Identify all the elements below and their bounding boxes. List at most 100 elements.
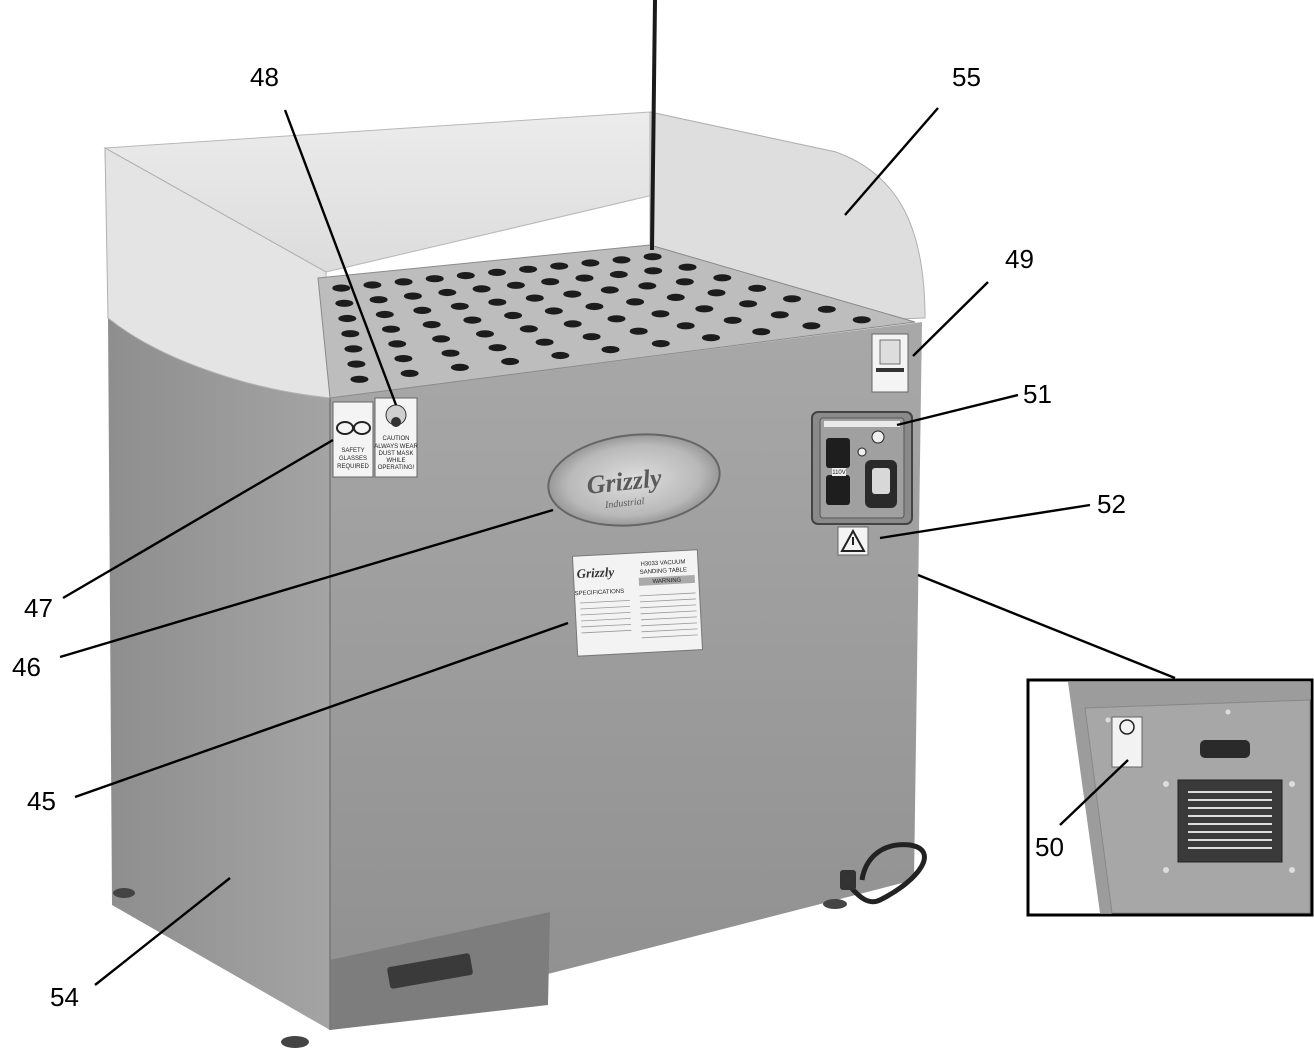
table-hole xyxy=(541,278,560,286)
support-rod xyxy=(650,0,657,251)
table-hole xyxy=(551,351,570,360)
table-hole xyxy=(638,282,657,290)
table-hole xyxy=(675,278,694,286)
table-hole xyxy=(802,322,821,330)
table-hole xyxy=(413,306,432,314)
table-hole xyxy=(707,289,726,297)
table-hole xyxy=(332,284,351,292)
table-hole xyxy=(476,330,494,338)
table-hole xyxy=(550,262,569,270)
table-hole xyxy=(519,265,538,273)
table-hole xyxy=(544,307,563,315)
table-hole xyxy=(525,294,544,302)
table-hole xyxy=(350,375,369,383)
inset-decal xyxy=(1111,716,1143,768)
table-hole xyxy=(626,298,645,306)
leader-51 xyxy=(896,393,1019,427)
foot-front-right xyxy=(823,899,847,909)
spec-label: Grizzly H3033 VACUUM SANDING TABLE WARNI… xyxy=(571,549,704,657)
drawer-handle xyxy=(387,953,473,989)
leader-55 xyxy=(844,107,939,216)
table-hole xyxy=(450,302,469,310)
leader-52 xyxy=(879,503,1091,540)
dust-mask-line2: ALWAYS WEAR xyxy=(374,444,418,450)
leader-47 xyxy=(62,438,334,600)
table-hole xyxy=(817,305,836,313)
table-hole xyxy=(335,299,354,307)
callout-46: 46 xyxy=(12,652,41,682)
dust-mask-line4: WHILE xyxy=(386,458,405,464)
table-hole xyxy=(472,285,491,293)
table-hole xyxy=(575,274,594,282)
table-hole xyxy=(441,349,460,357)
table-hole xyxy=(582,333,601,341)
table-hole xyxy=(852,316,871,324)
table-hole xyxy=(504,311,523,320)
table-hole xyxy=(783,295,801,303)
table-hole xyxy=(770,311,789,319)
logo-subtext: Industrial xyxy=(604,496,646,511)
goggles-line3: REQUIRED xyxy=(337,464,369,470)
outlet-bottom xyxy=(826,475,850,505)
leader-46 xyxy=(59,508,554,659)
dust-mask-line5: OPERATING! xyxy=(378,465,415,471)
table-hole xyxy=(644,267,663,275)
callout-50: 50 xyxy=(1035,832,1064,862)
table-hole xyxy=(463,316,482,324)
callout-45: 45 xyxy=(27,786,56,816)
table-hole xyxy=(344,345,363,353)
table-hole xyxy=(609,270,628,279)
table-hole xyxy=(563,290,582,298)
power-cord xyxy=(843,842,927,905)
table-hole xyxy=(666,293,685,301)
table-hole xyxy=(581,259,600,267)
table-hole xyxy=(488,298,507,306)
table-hole xyxy=(651,340,670,348)
spec-heading: SPECIFICATIONS xyxy=(575,589,625,598)
table-hole xyxy=(678,263,697,271)
table-hole xyxy=(752,328,771,336)
indicator-icon xyxy=(857,447,867,457)
table-hole xyxy=(438,288,457,297)
table-hole xyxy=(506,281,525,289)
left-side-panel xyxy=(108,318,330,1030)
leader-lines xyxy=(59,107,1176,986)
foot-front-left xyxy=(281,1036,309,1048)
inset-handle xyxy=(1200,740,1250,758)
table-hole xyxy=(456,272,475,280)
table-hole xyxy=(488,344,507,352)
callout-52: 52 xyxy=(1097,489,1126,519)
dust-mask-line1: CAUTION xyxy=(383,436,410,442)
callout-49: 49 xyxy=(1005,244,1034,274)
spec-title-1: H3033 VACUUM xyxy=(640,559,685,567)
leader-50 xyxy=(1059,759,1129,826)
table-hole xyxy=(676,322,695,330)
goggles-line2: GLASSES xyxy=(339,456,367,462)
table-hole xyxy=(519,325,538,333)
table-hole xyxy=(695,305,714,313)
reset-button-icon xyxy=(871,430,885,444)
safety-glasses-decal: SAFETY GLASSES REQUIRED xyxy=(332,401,374,478)
table-hole xyxy=(585,302,604,311)
table-hole xyxy=(394,278,413,286)
spec-title-2: SANDING TABLE xyxy=(640,567,688,575)
leader-48 xyxy=(283,109,398,406)
table-hole xyxy=(382,325,400,333)
table-hole xyxy=(723,316,742,324)
table-hole xyxy=(375,310,394,319)
table-hole xyxy=(341,330,360,338)
sanding-table-body xyxy=(108,318,927,1048)
table-hole xyxy=(629,327,648,335)
table-hole xyxy=(425,275,444,283)
leader-50-inset xyxy=(917,573,1176,680)
table-hole xyxy=(563,320,582,328)
table-hole xyxy=(748,284,767,292)
table-hole xyxy=(450,363,469,371)
leader-49 xyxy=(912,281,989,357)
dust-mask-line3: DUST MASK xyxy=(379,451,414,457)
table-hole xyxy=(535,338,554,346)
table-top-assembly xyxy=(103,0,926,399)
leader-54 xyxy=(94,877,231,986)
inset-detail xyxy=(1026,678,1314,917)
